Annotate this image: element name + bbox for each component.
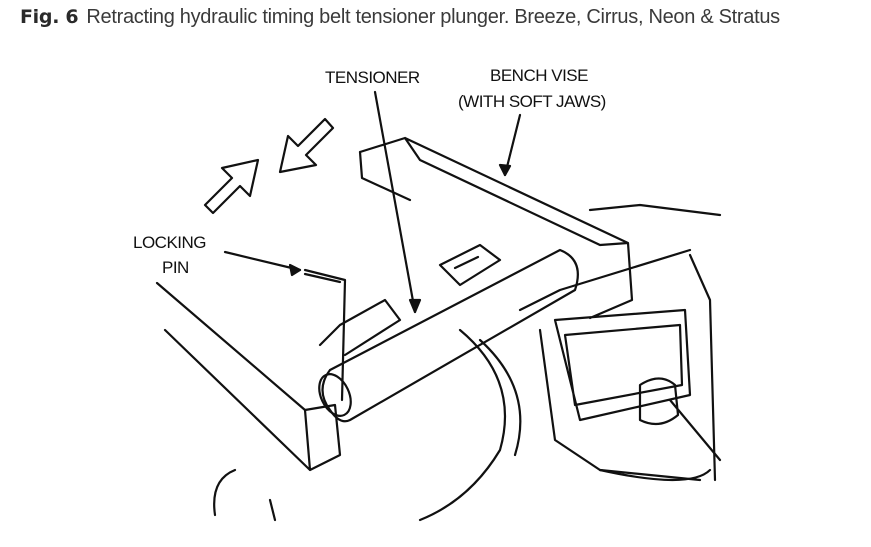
bench-vise: [358, 136, 722, 482]
caption-text: Retracting hydraulic timing belt tension…: [86, 6, 780, 28]
label-bench-vise: BENCH VISE: [490, 66, 588, 85]
label-pin: PIN: [162, 258, 189, 277]
direction-arrow-icon: [278, 117, 335, 174]
direction-arrow-icon: [203, 158, 260, 215]
label-locking: LOCKING: [133, 233, 207, 252]
workbench: [155, 281, 342, 522]
label-soft-jaws: (WITH SOFT JAWS): [458, 92, 606, 111]
vise-tensioner-illustration: [155, 90, 722, 522]
tensioner-body: [318, 248, 579, 423]
vise-handle: [638, 377, 722, 462]
label-tensioner: TENSIONER: [325, 68, 420, 87]
figure-caption: Fig. 6 Retracting hydraulic timing belt t…: [20, 6, 780, 29]
locking-pin: [303, 268, 347, 402]
figure-number: Fig. 6: [20, 6, 79, 28]
